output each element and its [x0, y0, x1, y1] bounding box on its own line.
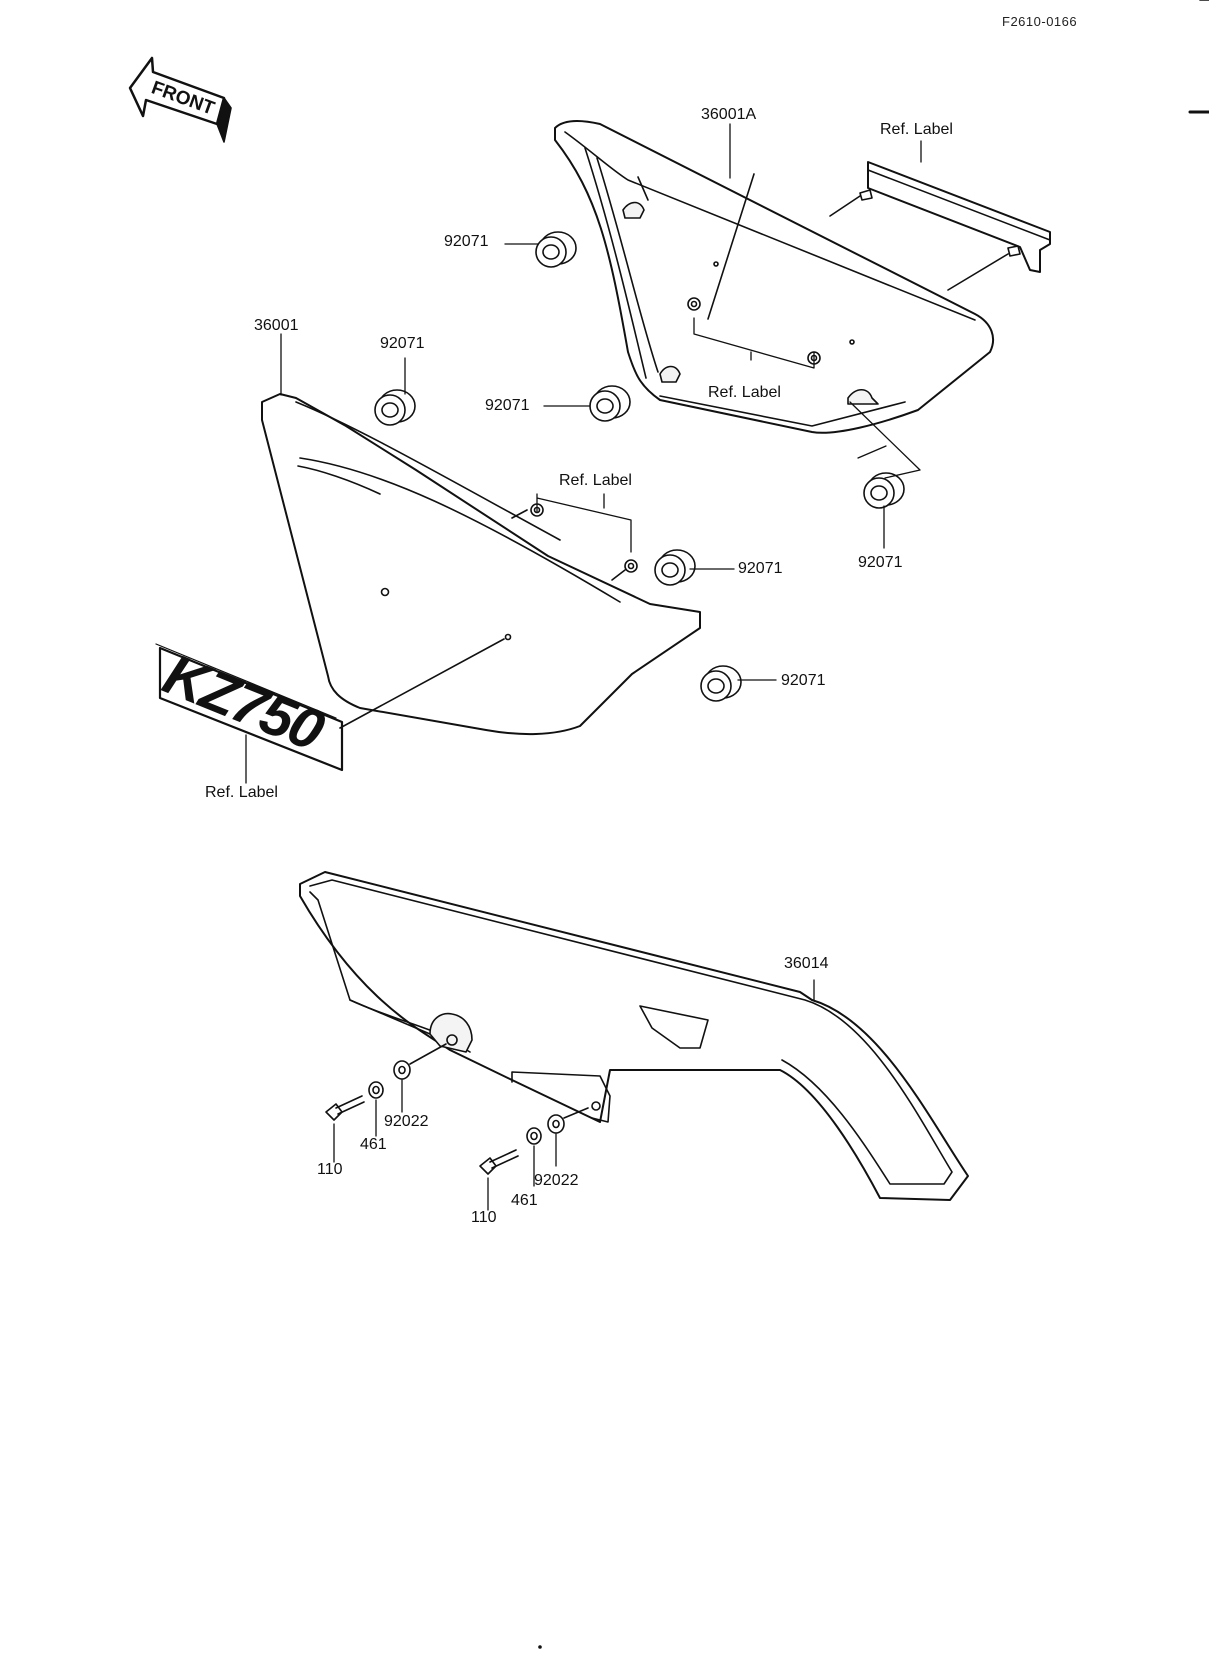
right-side-cover	[554, 119, 994, 434]
grommet-label-middle: 92071	[485, 397, 530, 414]
ref-label-plate	[829, 161, 1051, 291]
grommet-label-left-cover-side: 92071	[738, 560, 783, 577]
grommet-icon	[535, 231, 577, 268]
ref-label-emblem: Ref. Label	[205, 784, 278, 801]
emblem-text: KZ750	[155, 641, 333, 763]
grommet-icon	[863, 472, 905, 509]
grommet-icon	[374, 389, 416, 426]
ref-label-top-right: Ref. Label	[880, 121, 953, 138]
page-dot	[538, 1645, 542, 1649]
part-number-36001a: 36001A	[701, 106, 757, 123]
washer-label-right: 92022	[534, 1172, 579, 1189]
washer-icon	[547, 1114, 565, 1134]
grommet-label-left-cover-top: 92071	[380, 335, 425, 352]
part-number-36001: 36001	[254, 317, 299, 334]
bolt-icon	[479, 1149, 519, 1175]
washer-icon	[393, 1060, 411, 1080]
left-side-cover	[261, 393, 701, 736]
leader-lines	[245, 123, 922, 1211]
grommet-label-upper-left: 92071	[444, 233, 489, 250]
lock-washer-icon	[526, 1127, 542, 1145]
bolt-icon	[325, 1095, 365, 1121]
grommet-label-right-lower: 92071	[858, 554, 903, 571]
grommet-label-bottom: 92071	[781, 672, 826, 689]
grommet-icon	[700, 665, 742, 702]
part-number-36014: 36014	[784, 955, 829, 972]
front-arrow-icon: FRONT	[128, 56, 232, 143]
chain-guard	[299, 871, 969, 1201]
ref-label-left-cover: Ref. Label	[559, 472, 632, 489]
grommet-icon	[654, 549, 696, 586]
grommet-icon	[589, 385, 631, 422]
lock-washer-label-left: 461	[360, 1136, 387, 1153]
lock-washer-icon	[368, 1081, 384, 1099]
washer-label-left: 92022	[384, 1113, 429, 1130]
lock-washer-label-right: 461	[511, 1192, 538, 1209]
ref-label-right-cover: Ref. Label	[708, 384, 781, 401]
bolt-label-right: 110	[471, 1209, 497, 1226]
bolt-label-left: 110	[317, 1161, 343, 1178]
figure-code: F2610-0166	[1002, 14, 1078, 29]
kz750-emblem: KZ750	[155, 641, 344, 772]
